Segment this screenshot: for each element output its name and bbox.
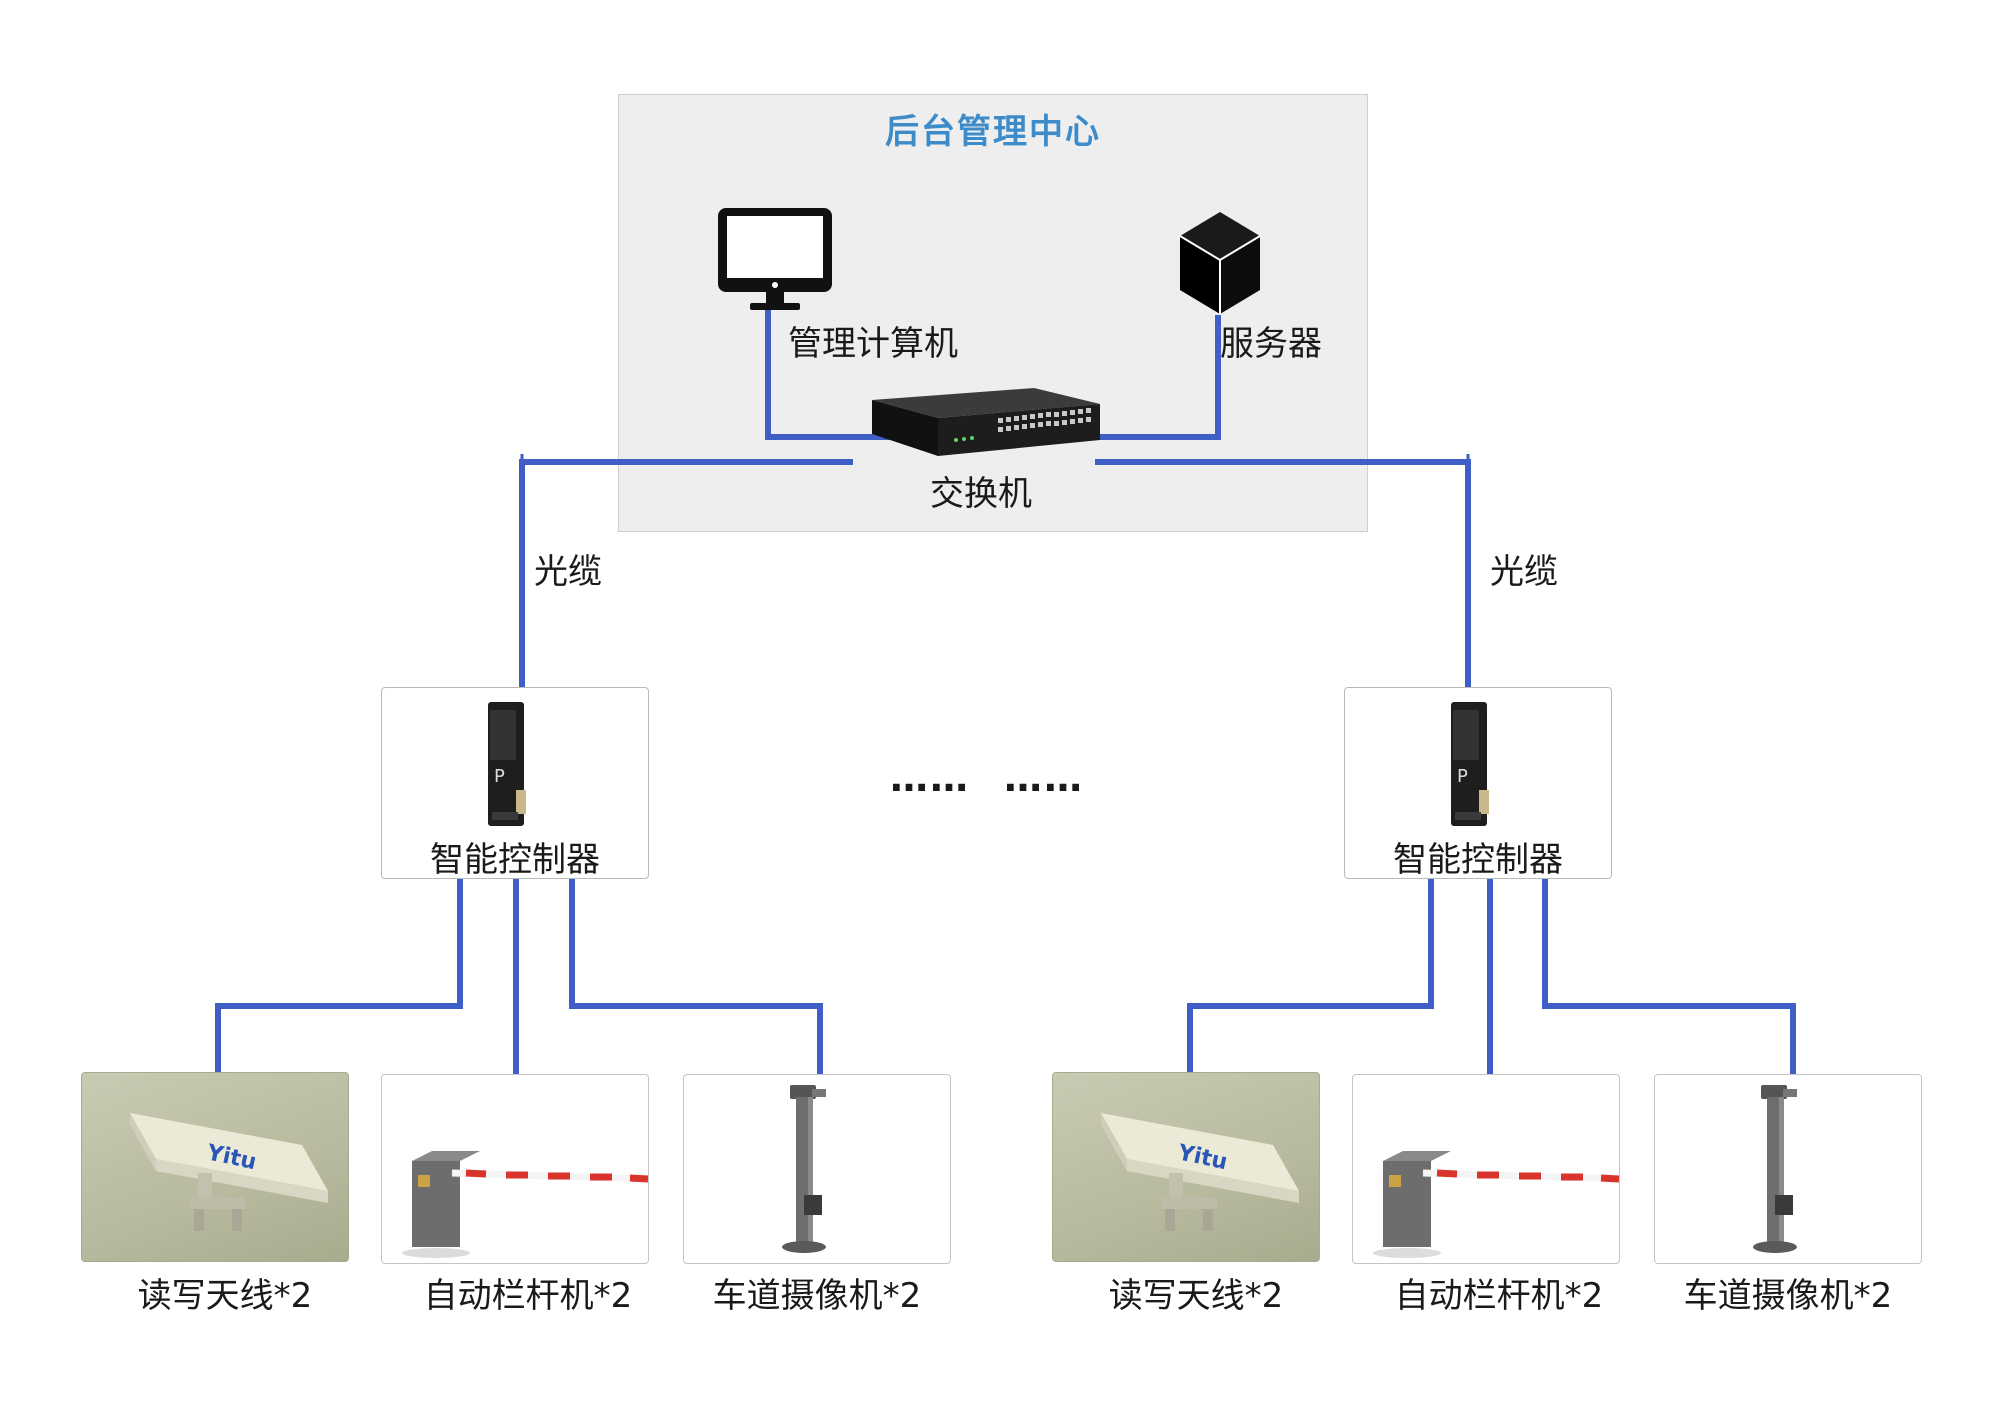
right-camera-label: 车道摄像机*2 <box>1683 1276 1893 1316</box>
management-center-title: 后台管理中心 <box>885 112 1101 152</box>
left-camera-box <box>683 1074 951 1264</box>
left-fiber-cable-label: 光缆 <box>534 552 602 592</box>
left-antenna-link <box>215 875 463 1075</box>
left-camera-link <box>569 875 823 1077</box>
right-antenna-box: Yitu <box>1052 1072 1320 1262</box>
left-camera-label: 车道摄像机*2 <box>712 1276 922 1316</box>
computer-label: 管理计算机 <box>788 324 958 364</box>
rfid-antenna-icon: Yitu <box>130 1113 328 1231</box>
computer-icon <box>718 208 832 310</box>
ellipsis-right: …… <box>1004 756 1084 800</box>
left-antenna-box: Yitu <box>81 1072 349 1262</box>
barrier-gate-icon <box>1373 1151 1619 1258</box>
right-camera-link <box>1542 875 1796 1077</box>
right-antenna-link <box>1187 875 1434 1075</box>
right-trunk-link <box>1095 459 1471 693</box>
right-fiber-cable-label: 光缆 <box>1490 552 1558 592</box>
ellipsis-left: …… <box>890 756 970 800</box>
barrier-gate-icon <box>402 1151 648 1258</box>
server-switch-link <box>1099 315 1221 440</box>
left-controller-label: 智能控制器 <box>430 840 600 880</box>
computer-switch-link <box>765 307 891 440</box>
right-antenna-label: 读写天线*2 <box>1108 1276 1284 1316</box>
server-label: 服务器 <box>1220 324 1322 364</box>
svg-text:P: P <box>1457 766 1468 787</box>
lane-camera-icon <box>1753 1085 1797 1253</box>
switch-label: 交换机 <box>930 474 1032 514</box>
right-controller-label: 智能控制器 <box>1393 840 1563 880</box>
right-barrier-label: 自动栏杆机*2 <box>1394 1276 1604 1316</box>
left-barrier-label: 自动栏杆机*2 <box>423 1276 633 1316</box>
left-antenna-label: 读写天线*2 <box>137 1276 313 1316</box>
lane-camera-icon <box>782 1085 826 1253</box>
svg-text:P: P <box>494 766 505 787</box>
right-camera-box <box>1654 1074 1922 1264</box>
left-barrier-box <box>381 1074 649 1264</box>
smart-controller-icon: P <box>1451 702 1489 826</box>
network-switch-icon <box>872 388 1100 456</box>
server-icon <box>1179 212 1261 314</box>
smart-controller-icon: P <box>488 702 526 826</box>
rfid-antenna-icon: Yitu <box>1101 1113 1299 1231</box>
right-barrier-box <box>1352 1074 1620 1264</box>
